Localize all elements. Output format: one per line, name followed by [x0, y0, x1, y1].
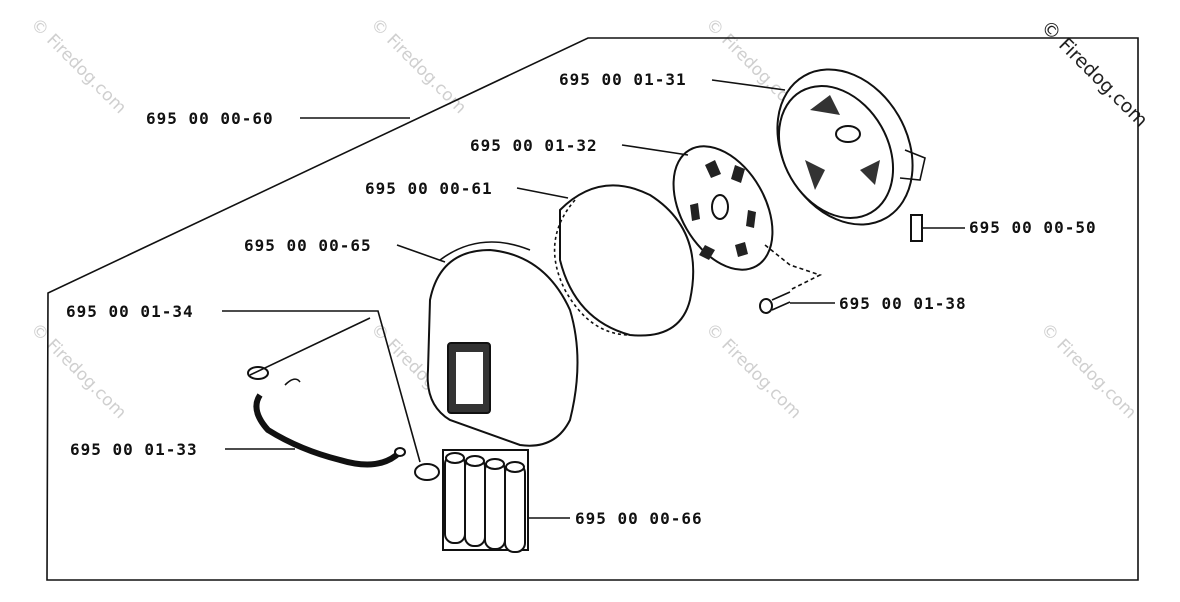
watermark-text: © Firedog.com [701, 319, 805, 423]
watermark-text: © Firedog.com [1036, 319, 1140, 423]
part-label-695-00-00-66: 695 00 00-66 [575, 509, 703, 528]
part-label-695-00-01-34: 695 00 01-34 [66, 302, 194, 321]
decal [910, 214, 923, 242]
part-label-695-00-00-61: 695 00 00-61 [365, 179, 493, 198]
part-label-695-00-01-38: 695 00 01-38 [839, 294, 967, 313]
part-label-695-00-01-33: 695 00 01-33 [70, 440, 198, 459]
clip [414, 463, 440, 481]
brand-watermark: © Firedog.com [1036, 16, 1151, 131]
wire-bail [247, 366, 406, 468]
part-label-695-00-00-50: 695 00 00-50 [969, 218, 1097, 237]
air-filter-cover [426, 241, 579, 447]
kit-outline [46, 37, 1139, 581]
leader-lines [222, 79, 965, 519]
part-label-695-00-01-32: 695 00 01-32 [470, 136, 598, 155]
watermark-text: © Firedog.com [366, 14, 470, 118]
cover-housing [776, 68, 926, 226]
filter-grid [672, 145, 823, 291]
part-label-695-00-00-60: 695 00 00-60 [146, 109, 274, 128]
watermark-text: © Firedog.com [26, 319, 130, 423]
filter-cartridge-set [442, 449, 529, 553]
part-label-695-00-00-65: 695 00 00-65 [244, 236, 372, 255]
screw [759, 291, 791, 314]
filter-element [553, 184, 695, 337]
watermark-text: © Firedog.com [26, 14, 130, 118]
part-label-695-00-01-31: 695 00 01-31 [559, 70, 687, 89]
